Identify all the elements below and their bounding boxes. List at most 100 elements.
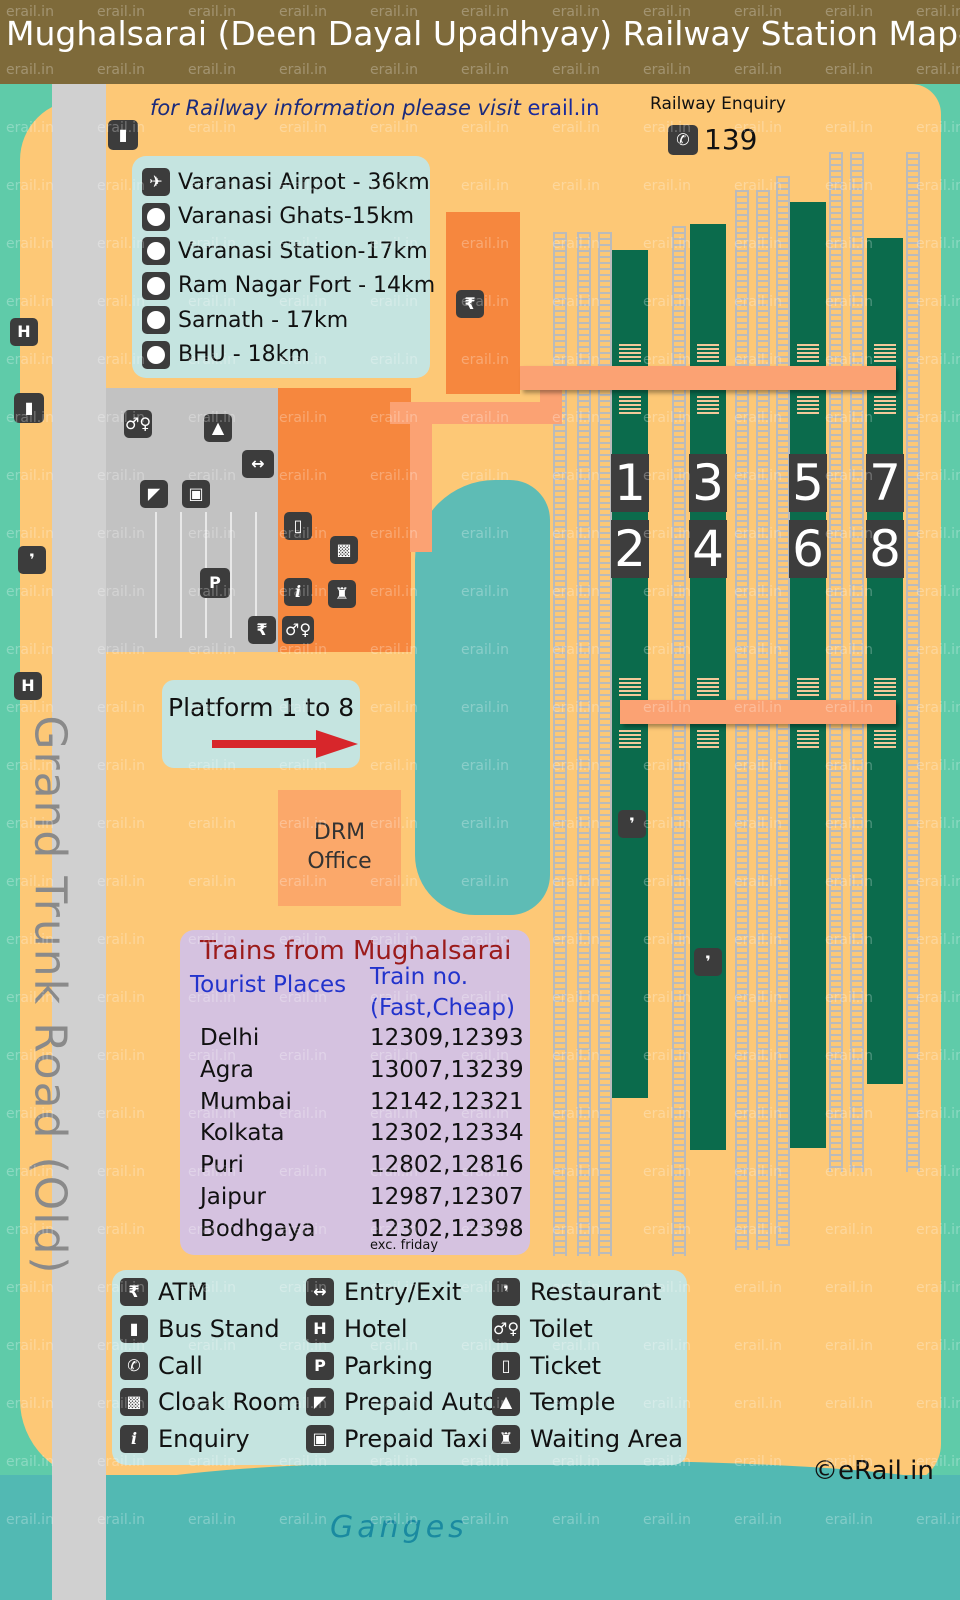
- place-icon: [142, 271, 170, 300]
- platform-number: 4: [689, 520, 727, 578]
- legend-label: Ticket: [530, 1351, 602, 1380]
- bus-icon: ▮: [108, 120, 138, 150]
- train-numbers: 12142,12321: [370, 1088, 524, 1115]
- entry-exit-icon: ↔: [242, 450, 274, 478]
- info-text-label: for Railway information please visit: [150, 96, 528, 120]
- prepaid-auto-icon: ◤: [140, 480, 168, 508]
- cloak-room-icon: ▩: [120, 1388, 148, 1417]
- waiting-area-icon: ♜: [492, 1425, 520, 1454]
- river-ganges: [0, 1475, 960, 1600]
- rail-track: [906, 152, 920, 1172]
- foot-over-bridge-connector: [410, 402, 432, 552]
- distance-item: Sarnath - 17km: [142, 306, 348, 334]
- phone-icon: ✆: [120, 1351, 148, 1380]
- hotel-icon: H: [306, 1314, 334, 1343]
- legend-label: Hotel: [344, 1314, 408, 1343]
- erail-link[interactable]: erail.in: [527, 96, 600, 120]
- legend-item: ▣Prepaid Taxi: [306, 1425, 488, 1454]
- arrow-right-icon: [212, 730, 358, 758]
- platform: [867, 238, 903, 1084]
- legend-label: Call: [158, 1351, 203, 1380]
- legend-item: ↔Entry/Exit: [306, 1278, 461, 1306]
- atm-icon: ₹: [120, 1278, 148, 1306]
- platform-number: 7: [866, 454, 904, 512]
- trains-note: exc. friday: [370, 1238, 439, 1253]
- restaurant-icon: ❜: [492, 1278, 520, 1306]
- taxi-icon: ▣: [182, 480, 210, 508]
- waiting-area-icon: ♜: [328, 580, 356, 608]
- page-title: Mughalsarai (Deen Dayal Upadhyay) Railwa…: [6, 14, 960, 53]
- legend-label: Bus Stand: [158, 1314, 280, 1343]
- trains-panel: [180, 930, 530, 1255]
- restaurant-icon: ❜: [18, 546, 46, 574]
- platform-number: 8: [866, 520, 904, 578]
- legend-label: Enquiry: [158, 1425, 250, 1454]
- legend-label: Waiting Area: [530, 1425, 683, 1454]
- distance-item: BHU - 18km: [142, 340, 310, 369]
- hotel-icon: H: [10, 318, 38, 346]
- stairs: [797, 730, 819, 750]
- parking-line: [155, 512, 157, 638]
- train-no-header: Train no. (Fast,Cheap): [370, 962, 515, 1024]
- bus-icon: ▮: [120, 1314, 148, 1343]
- parking-line: [230, 512, 232, 638]
- distance-label: Varanasi Station-17km: [178, 238, 428, 264]
- atm-icon: ₹: [248, 616, 276, 644]
- place-icon: [142, 202, 170, 231]
- legend-item: ₹ ATM: [120, 1278, 208, 1306]
- drm-office: DRM Office: [278, 790, 401, 906]
- train-destination: Mumbai: [200, 1088, 292, 1115]
- legend-item: ▩Cloak Room: [120, 1388, 301, 1417]
- temple-icon: ▲: [492, 1388, 520, 1417]
- enquiry-number: ✆ 139: [668, 123, 757, 156]
- legend-item: ✆ Call: [120, 1351, 203, 1380]
- legend-label: Prepaid Auto: [344, 1388, 498, 1417]
- drm-office-line2: Office: [307, 849, 372, 874]
- distance-item: Ram Nagar Fort - 14km: [142, 271, 435, 300]
- legend-item: ♜ Waiting Area: [492, 1425, 683, 1454]
- road-label: Grand Trunk Road (Old): [24, 715, 76, 1276]
- train-destination: Jaipur: [200, 1184, 266, 1210]
- foot-over-bridge-north: [520, 366, 896, 390]
- parking-icon: P: [306, 1351, 334, 1380]
- bus-icon: ▮: [14, 393, 44, 423]
- train-destination: Kolkata: [200, 1120, 285, 1147]
- train-destination: Agra: [200, 1056, 254, 1083]
- stairs: [874, 678, 896, 698]
- grand-trunk-road: [52, 84, 106, 1600]
- legend-item: ♂♀Toilet: [492, 1314, 593, 1343]
- train-destination: Delhi: [200, 1025, 260, 1051]
- rail-track: [598, 232, 612, 1256]
- stairs: [874, 396, 896, 416]
- river-label: Ganges: [330, 1510, 468, 1545]
- place-icon: [142, 306, 170, 334]
- stairs: [619, 396, 641, 416]
- platform-number: 1: [611, 454, 649, 512]
- atm-icon: ₹: [456, 290, 484, 318]
- stairs: [797, 678, 819, 698]
- taxi-icon: ▣: [306, 1425, 334, 1454]
- train-destination: Bodhgaya: [200, 1215, 316, 1242]
- stairs: [797, 344, 819, 364]
- platform-number: 2: [611, 520, 649, 578]
- platform-number: 3: [689, 454, 727, 512]
- prepaid-auto-icon: ◤: [306, 1388, 334, 1417]
- parking-icon: P: [200, 568, 230, 598]
- entry-exit-icon: ↔: [306, 1278, 334, 1306]
- legend-label: Toilet: [530, 1314, 593, 1343]
- restaurant-icon: ❜: [694, 948, 722, 976]
- legend-label: ATM: [158, 1278, 208, 1306]
- enquiry-label: Railway Enquiry: [650, 94, 786, 114]
- enquiry-icon: i: [284, 578, 312, 606]
- info-text: for Railway information please visit era…: [150, 96, 599, 120]
- stairs: [874, 344, 896, 364]
- train-numbers: 12987,12307: [370, 1184, 524, 1210]
- legend-item: ▲ Temple: [492, 1388, 616, 1417]
- legend-label: Temple: [530, 1388, 616, 1417]
- parking-line: [255, 512, 257, 638]
- place-icon: [142, 237, 170, 265]
- distance-item: Varanasi Station-17km: [142, 237, 428, 265]
